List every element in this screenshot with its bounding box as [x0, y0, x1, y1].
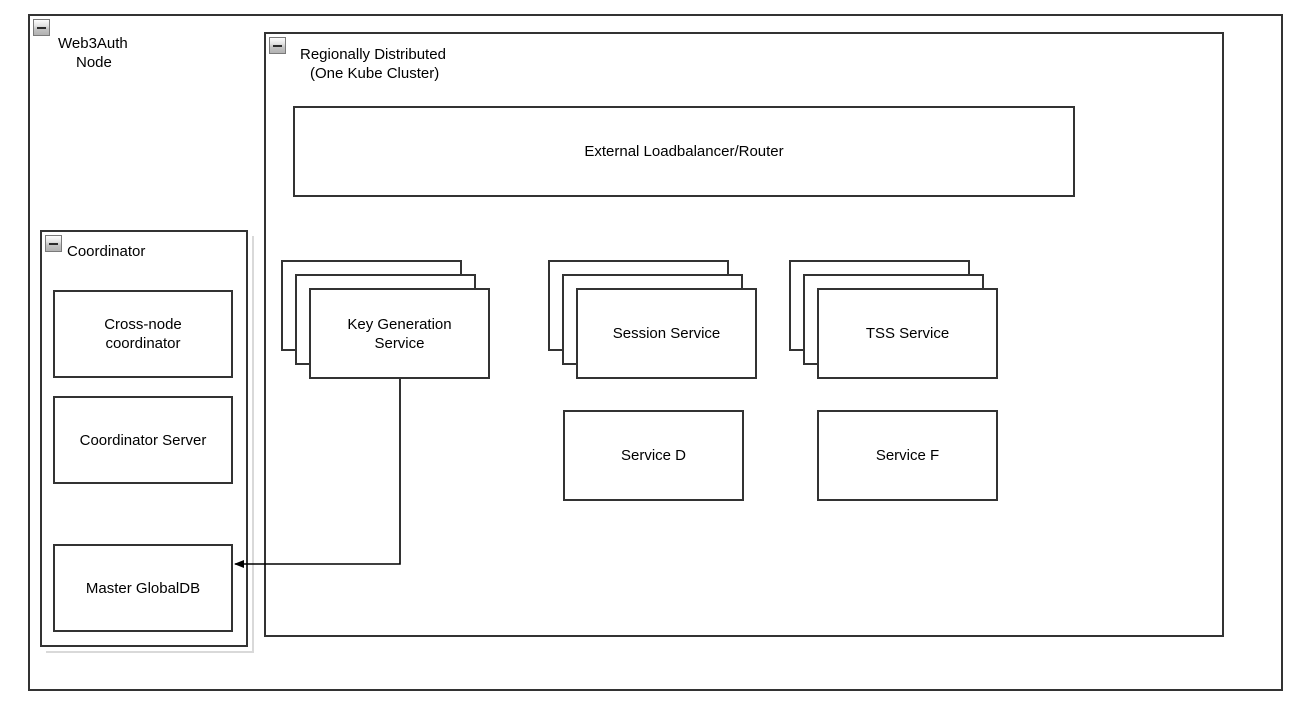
service-d-label: Service D [620, 447, 687, 464]
regionally-distributed-title-line1: Regionally Distributed [300, 46, 446, 63]
coordinator-server-node[interactable]: Coordinator Server [53, 396, 233, 484]
external-loadbalancer-router-label: External Loadbalancer/Router [584, 143, 784, 160]
session-service-node[interactable]: Session Service [576, 288, 757, 379]
cross-node-coordinator-node[interactable]: Cross-node coordinator [53, 290, 233, 378]
web3auth-node-title-line1: Web3Auth [58, 35, 128, 52]
minus-icon[interactable] [269, 37, 286, 54]
cross-node-coordinator-label: Cross-node coordinator [104, 316, 182, 352]
coordinator-title: Coordinator [67, 243, 146, 260]
web3auth-node-title-line2: Node [76, 54, 112, 71]
minus-icon[interactable] [45, 235, 62, 252]
minus-icon[interactable] [33, 19, 50, 36]
session-service-label: Session Service [612, 325, 721, 342]
key-generation-service-label: Key Generation Service [347, 315, 452, 352]
tss-service-node[interactable]: TSS Service [817, 288, 998, 379]
master-globaldb-label: Master GlobalDB [85, 579, 201, 597]
master-globaldb-node[interactable]: Master GlobalDB [53, 544, 233, 632]
external-loadbalancer-router-node[interactable]: External Loadbalancer/Router [293, 106, 1075, 197]
tss-service-label: TSS Service [865, 325, 950, 342]
service-d-node[interactable]: Service D [563, 410, 744, 501]
regionally-distributed-title-line2: (One Kube Cluster) [310, 65, 440, 82]
coordinator-server-label: Coordinator Server [79, 431, 207, 449]
service-f-label: Service F [875, 447, 940, 464]
key-generation-service-node[interactable]: Key Generation Service [309, 288, 490, 379]
service-f-node[interactable]: Service F [817, 410, 998, 501]
